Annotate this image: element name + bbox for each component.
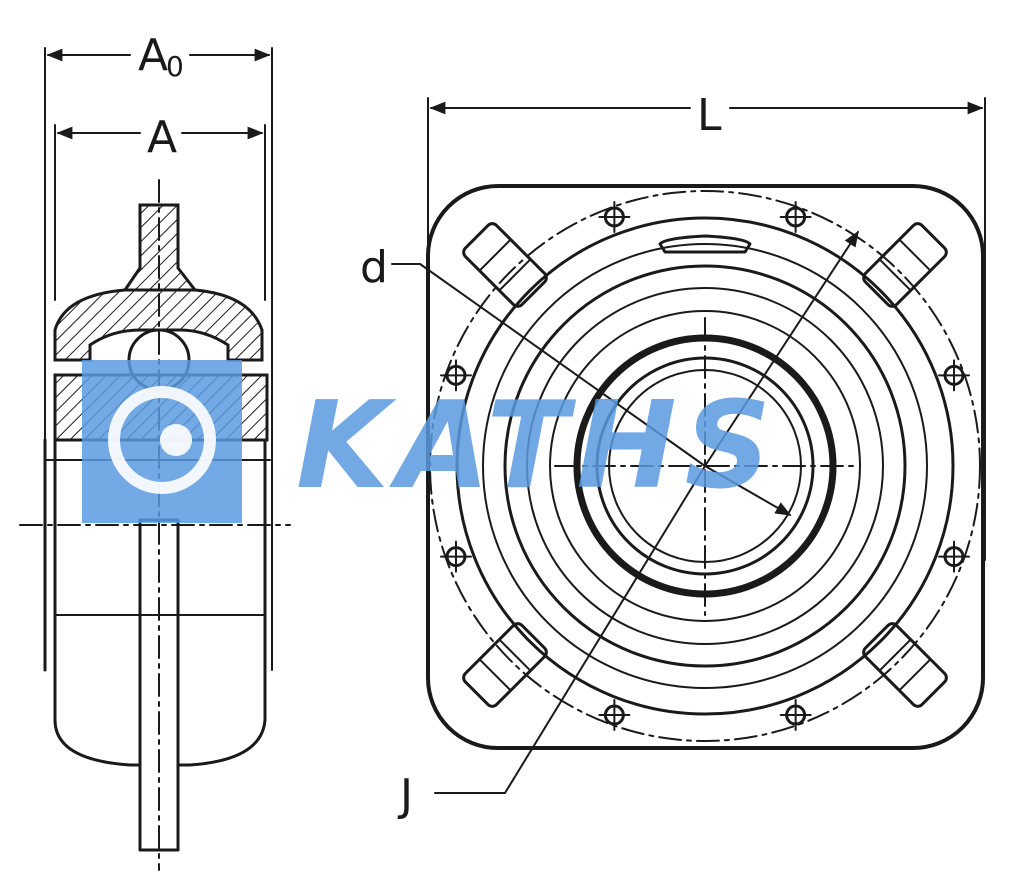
label-a0: A bbox=[138, 30, 168, 81]
dimension-d: d bbox=[360, 242, 792, 516]
dimension-j: J bbox=[397, 230, 859, 821]
label-a0-subscript: 0 bbox=[166, 50, 184, 83]
label-l: L bbox=[697, 90, 722, 141]
dimension-a: A bbox=[54, 112, 266, 301]
label-d: d bbox=[360, 242, 388, 293]
square-housing bbox=[426, 184, 985, 750]
label-a: A bbox=[147, 112, 177, 163]
front-view: L bbox=[360, 90, 986, 821]
label-j: J bbox=[397, 770, 413, 821]
bolt-holes bbox=[439, 200, 971, 732]
bolt-circle bbox=[429, 190, 981, 742]
watermark-logo: KATHS bbox=[82, 360, 779, 523]
corner-bolt-bottom-left bbox=[462, 622, 548, 708]
corner-bolt-top-left bbox=[462, 222, 548, 308]
corner-bolt-top-right bbox=[862, 222, 948, 308]
watermark-text: KATHS bbox=[296, 377, 779, 516]
corner-bolt-bottom-right bbox=[862, 622, 948, 708]
